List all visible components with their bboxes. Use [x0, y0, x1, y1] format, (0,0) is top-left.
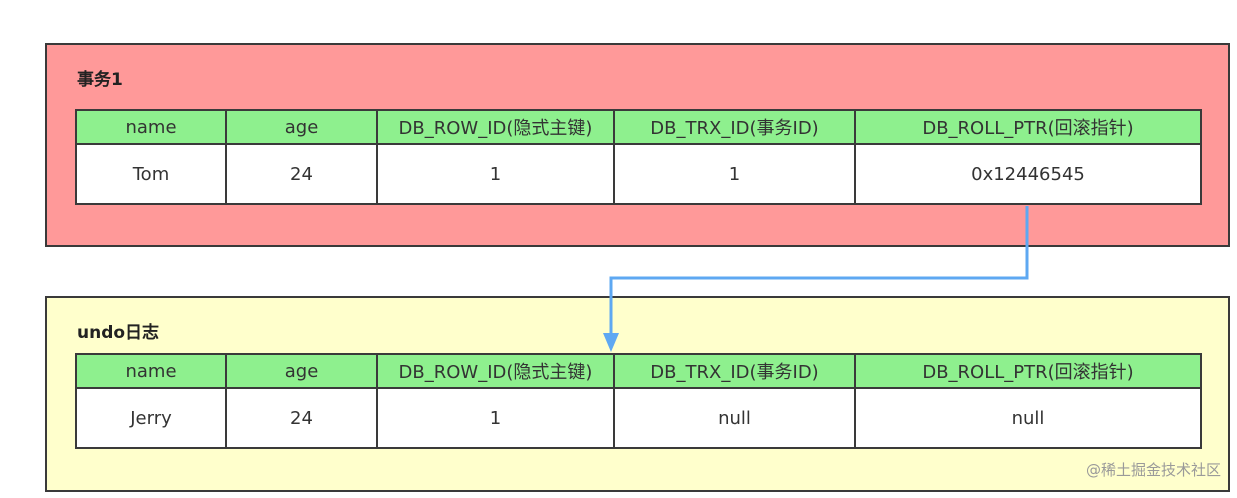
cell-db-row-id: 1 [376, 387, 615, 449]
cell-name: Tom [75, 143, 227, 205]
cell-name: Jerry [75, 387, 227, 449]
undo-log-title: undo日志 [77, 323, 160, 343]
transaction-title: 事务1 [77, 70, 123, 90]
header-row: name age DB_ROW_ID(隐式主键) DB_TRX_ID(事务ID)… [75, 353, 1202, 389]
header-db-row-id: DB_ROW_ID(隐式主键) [376, 353, 615, 389]
cell-db-roll-ptr: 0x12446545 [854, 143, 1202, 205]
cell-db-trx-id: 1 [613, 143, 856, 205]
cell-age: 24 [225, 387, 378, 449]
transaction-panel: 事务1 name age DB_ROW_ID(隐式主键) DB_TRX_ID(事… [45, 43, 1230, 247]
table-row: Jerry 24 1 null null [75, 387, 1202, 449]
header-name: name [75, 353, 227, 389]
header-db-trx-id: DB_TRX_ID(事务ID) [613, 109, 856, 145]
watermark: @稀土掘金技术社区 [1085, 461, 1221, 479]
undo-log-panel: undo日志 name age DB_ROW_ID(隐式主键) DB_TRX_I… [45, 296, 1230, 492]
header-name: name [75, 109, 227, 145]
cell-db-trx-id: null [613, 387, 856, 449]
header-db-row-id: DB_ROW_ID(隐式主键) [376, 109, 615, 145]
header-db-roll-ptr: DB_ROLL_PTR(回滚指针) [854, 353, 1202, 389]
header-age: age [225, 109, 378, 145]
header-age: age [225, 353, 378, 389]
header-db-roll-ptr: DB_ROLL_PTR(回滚指针) [854, 109, 1202, 145]
transaction-record-table: name age DB_ROW_ID(隐式主键) DB_TRX_ID(事务ID)… [75, 109, 1202, 205]
header-row: name age DB_ROW_ID(隐式主键) DB_TRX_ID(事务ID)… [75, 109, 1202, 145]
undo-record-table: name age DB_ROW_ID(隐式主键) DB_TRX_ID(事务ID)… [75, 353, 1202, 449]
cell-age: 24 [225, 143, 378, 205]
header-db-trx-id: DB_TRX_ID(事务ID) [613, 353, 856, 389]
cell-db-row-id: 1 [376, 143, 615, 205]
cell-db-roll-ptr: null [854, 387, 1202, 449]
table-row: Tom 24 1 1 0x12446545 [75, 143, 1202, 205]
